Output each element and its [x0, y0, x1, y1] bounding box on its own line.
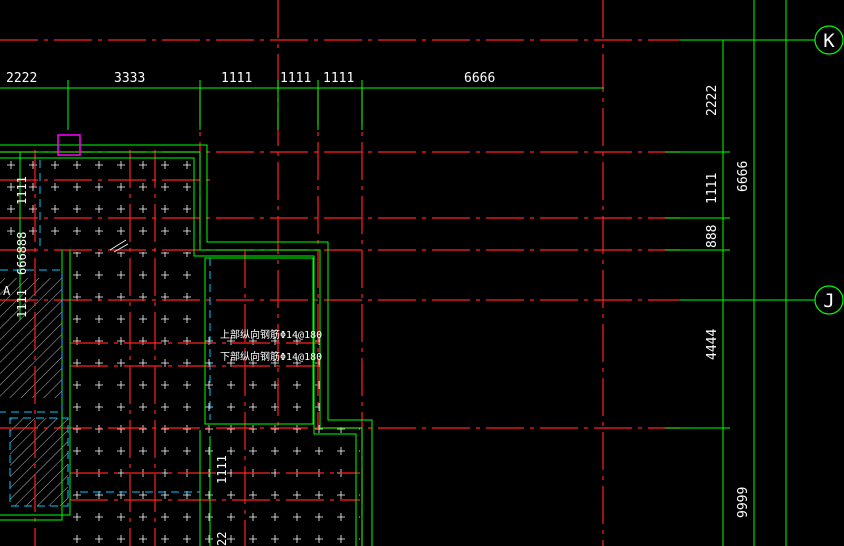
dim-top-3: 1111	[221, 71, 252, 86]
dim-top-4: 1111	[280, 71, 311, 86]
dim-right-3: 888	[705, 225, 720, 248]
dim-right-5: 6666	[736, 161, 751, 192]
dim-top-6: 6666	[464, 71, 495, 86]
right-dimension-texts: 2222 1111 888 4444 6666 9999	[705, 85, 751, 518]
axis-label-j: J	[823, 290, 834, 312]
leader-mark	[109, 239, 129, 253]
left-dimension-texts: 1111 666888 1111 1111 22	[15, 176, 229, 546]
dim-top-5: 1111	[323, 71, 354, 86]
axis-bubble-j[interactable]: J	[814, 285, 844, 315]
rebar-note-bottom: 下部纵向钢筋Φ14@180	[220, 350, 322, 363]
top-dimension-texts: 2222 3333 1111 1111 1111 6666	[6, 71, 495, 86]
selection-marker[interactable]	[57, 134, 81, 156]
dim-right-4: 4444	[705, 329, 720, 360]
rebar-notes: 上部纵向钢筋Φ14@180 下部纵向钢筋Φ14@180	[220, 328, 322, 363]
hidden-lines	[0, 160, 211, 507]
dim-top-1: 2222	[6, 71, 37, 86]
rebar-note-top: 上部纵向钢筋Φ14@180	[220, 328, 322, 341]
slab-outline	[0, 144, 373, 546]
dim-left-1: 1111	[15, 176, 29, 205]
dim-right-1: 2222	[705, 85, 720, 116]
axis-bubble-k[interactable]: K	[814, 25, 844, 55]
dim-bottom-1: 1111	[215, 455, 229, 484]
dim-left-2: 666888	[15, 232, 29, 275]
dimension-lines	[0, 0, 815, 546]
dim-right-2: 1111	[705, 173, 720, 204]
dim-right-6: 9999	[736, 487, 751, 518]
axis-label-k: K	[823, 30, 835, 52]
axis-label-a: A	[3, 284, 11, 298]
slab-hatch-area	[0, 152, 360, 546]
dim-bottom-2: 22	[215, 532, 229, 546]
dim-top-2: 3333	[114, 71, 145, 86]
dim-left-3: 1111	[15, 289, 29, 318]
